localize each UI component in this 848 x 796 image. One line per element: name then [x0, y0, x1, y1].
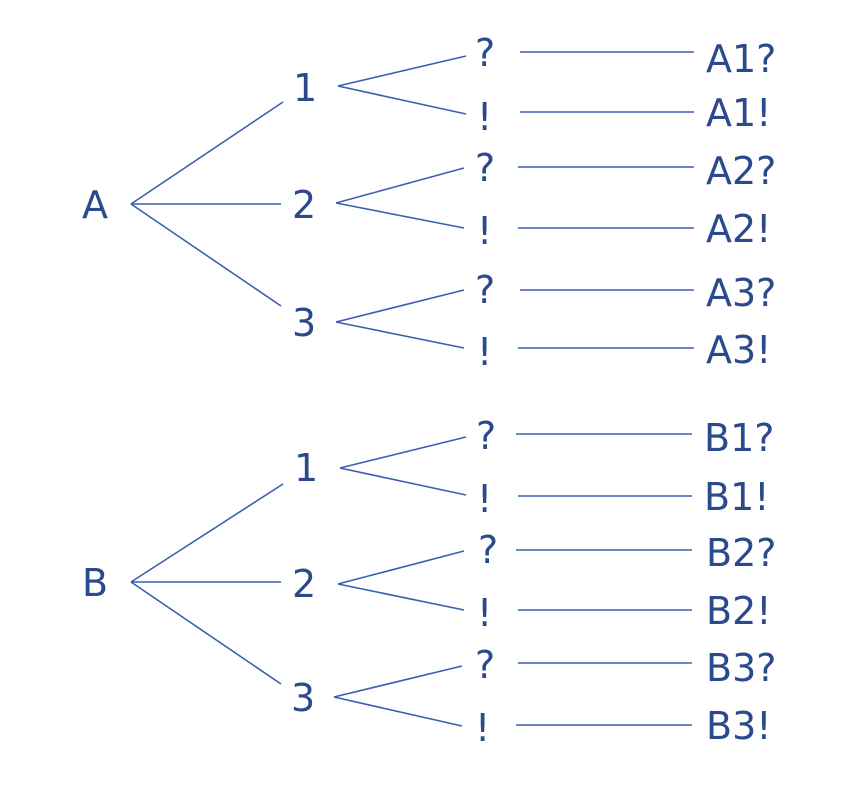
root-node-a: A — [82, 183, 108, 227]
result-node-a3ex: A3! — [706, 328, 771, 372]
child-node-a2: 2 — [292, 183, 316, 227]
result-node-a3q: A3? — [706, 271, 776, 315]
tree-a: A 1 2 3 ? ! ? ! ? ! A1? A1! A2? A2! A3? … — [82, 31, 776, 374]
result-node-b1q: B1? — [704, 416, 774, 460]
edge-a1-to-q — [337, 55, 467, 87]
edge-b-to-b3 — [130, 581, 282, 685]
child-node-a3: 3 — [292, 301, 316, 345]
symbol-node-a1-q: ? — [475, 31, 495, 75]
result-node-b2q: B2? — [706, 531, 776, 575]
root-node-b: B — [82, 561, 108, 605]
result-node-a1ex: A1! — [706, 91, 771, 135]
symbol-node-a3-q: ? — [475, 268, 495, 312]
result-node-a2ex: A2! — [706, 207, 771, 251]
symbol-node-a2-q: ? — [475, 146, 495, 190]
edge-a-to-a3 — [130, 203, 282, 307]
symbol-node-b2-q: ? — [478, 528, 498, 572]
symbol-node-b2-ex: ! — [477, 591, 492, 635]
edge-b-to-b1 — [130, 483, 284, 583]
edge-a2-to-q — [335, 167, 465, 204]
symbol-node-a1-ex: ! — [477, 95, 492, 139]
symbol-node-b1-ex: ! — [477, 477, 492, 521]
child-node-a1: 1 — [293, 66, 317, 110]
symbol-node-b1-q: ? — [476, 414, 496, 458]
child-node-b1: 1 — [294, 446, 318, 490]
edge-b3-to-q — [333, 665, 463, 698]
symbol-node-b3-ex: ! — [475, 706, 490, 750]
result-node-b3q: B3? — [706, 646, 776, 690]
edge-b1-to-ex — [339, 467, 467, 496]
result-node-b2ex: B2! — [706, 589, 771, 633]
result-node-b1ex: B1! — [704, 475, 769, 519]
edge-b3-to-ex — [333, 696, 463, 727]
edge-a-to-a1 — [130, 101, 284, 205]
child-node-b2: 2 — [292, 562, 316, 606]
symbol-node-a3-ex: ! — [477, 330, 492, 374]
edge-b1-to-q — [339, 436, 467, 469]
edge-a2-to-ex — [335, 202, 465, 229]
child-node-b3: 3 — [291, 676, 315, 720]
edge-a3-to-ex — [335, 321, 465, 349]
symbol-node-b3-q: ? — [475, 643, 495, 687]
edge-a3-to-q — [335, 289, 465, 323]
tree-b: B 1 2 3 ? ! ? ! ? ! B1? B1! B2? B2! B3? … — [82, 414, 776, 750]
edge-b2-to-ex — [337, 583, 465, 611]
result-node-b3ex: B3! — [706, 704, 771, 748]
edge-b2-to-q — [337, 550, 465, 585]
edge-a1-to-ex — [337, 85, 467, 115]
symbol-node-a2-ex: ! — [477, 209, 492, 253]
result-node-a1q: A1? — [706, 37, 776, 81]
result-node-a2q: A2? — [706, 149, 776, 193]
